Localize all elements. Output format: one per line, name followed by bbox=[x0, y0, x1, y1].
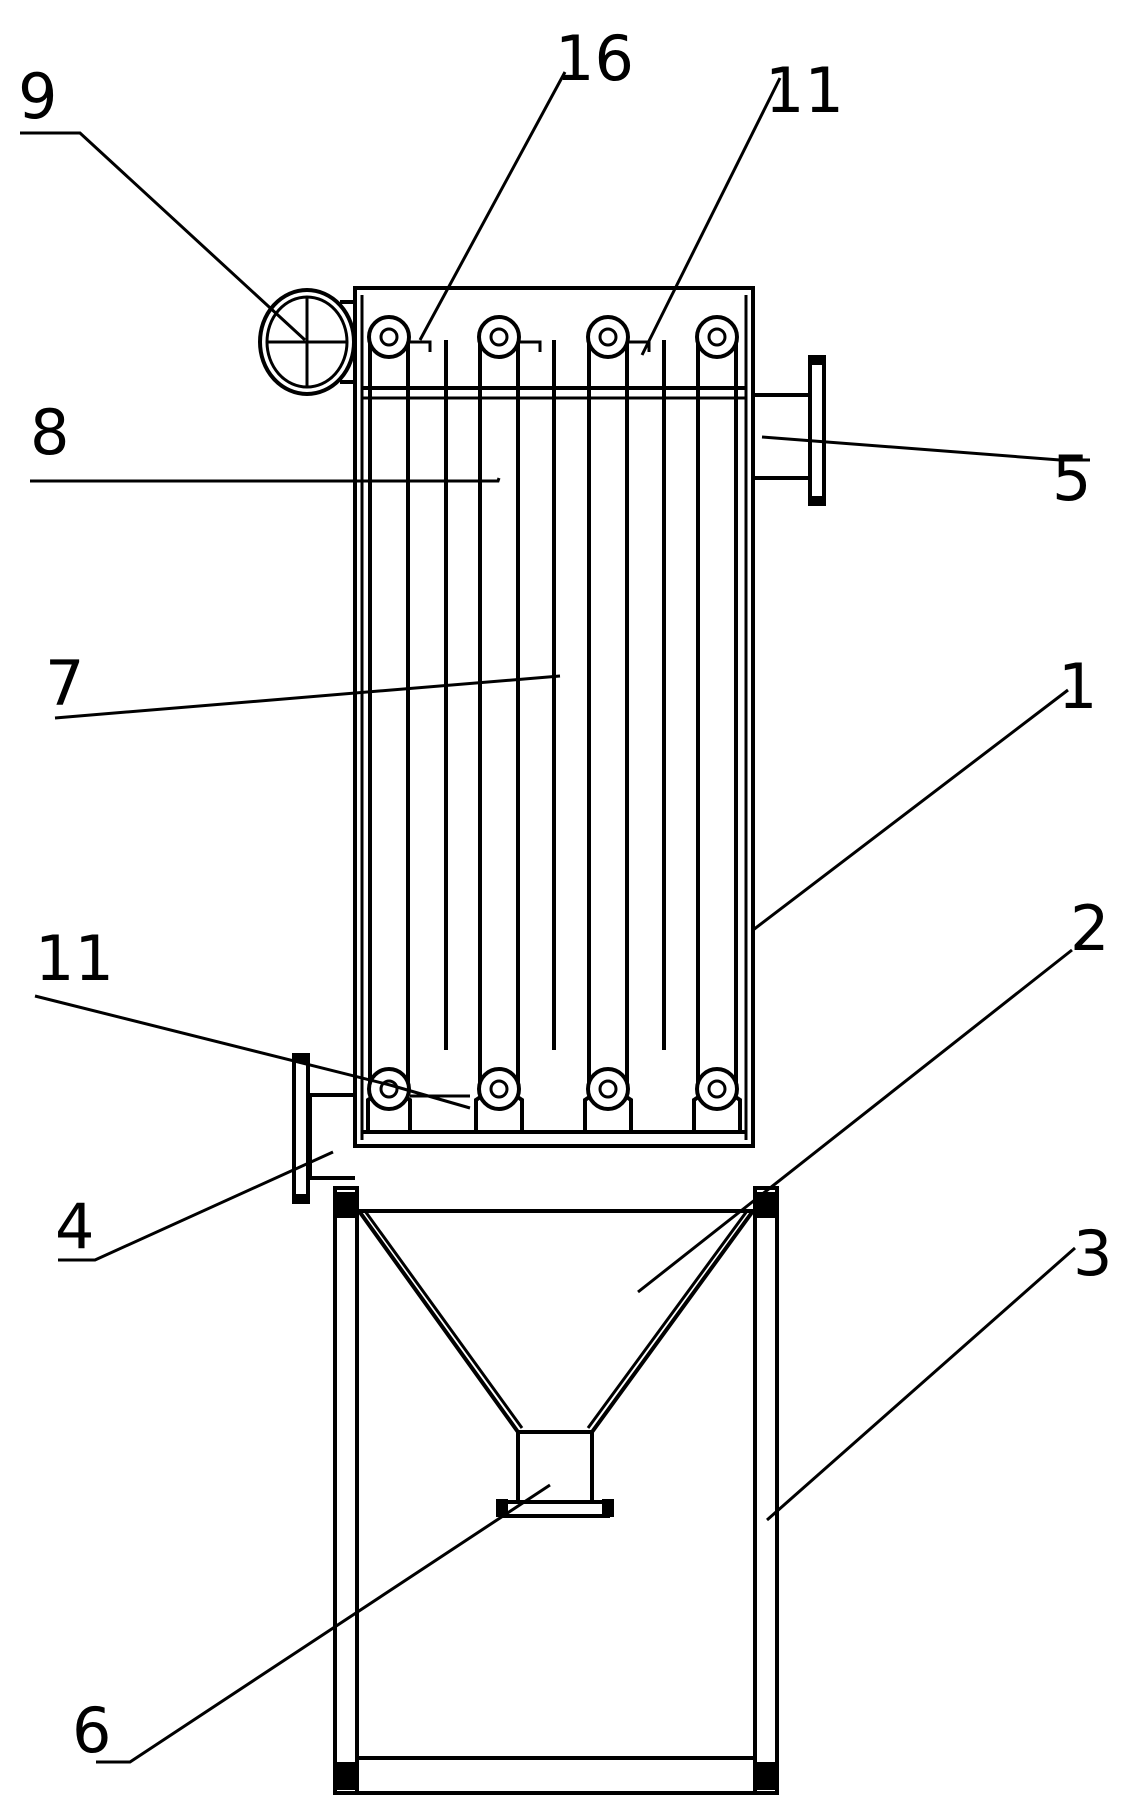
callout-1: 1 bbox=[1058, 650, 1097, 723]
callouts: 9 16 11 8 5 7 1 2 11 4 3 6 bbox=[18, 22, 1112, 1767]
bottom-roller-3 bbox=[583, 1067, 633, 1132]
callout-2: 2 bbox=[1070, 892, 1109, 965]
separator-plates bbox=[444, 340, 666, 1050]
top-roller-1 bbox=[367, 315, 432, 359]
callout-6: 6 bbox=[72, 1694, 111, 1767]
callout-9: 9 bbox=[18, 60, 57, 133]
callout-5: 5 bbox=[1052, 442, 1091, 515]
bottom-roller-4 bbox=[692, 1067, 742, 1132]
bottom-roller-2 bbox=[474, 1067, 524, 1132]
callout-4: 4 bbox=[55, 1190, 94, 1263]
outlet-nozzle bbox=[753, 355, 826, 506]
callout-11-bottom: 11 bbox=[35, 922, 114, 995]
discharge-port bbox=[496, 1430, 614, 1518]
leader-lines bbox=[20, 71, 1090, 1764]
filter-belts bbox=[368, 337, 738, 1089]
top-roller-4 bbox=[695, 315, 739, 359]
top-rollers bbox=[367, 315, 739, 359]
hopper bbox=[357, 1209, 755, 1434]
callout-11-top: 11 bbox=[765, 54, 844, 127]
callout-7: 7 bbox=[45, 647, 84, 720]
top-roller-3 bbox=[586, 315, 651, 359]
callout-3: 3 bbox=[1073, 1217, 1112, 1290]
bottom-roller-1 bbox=[366, 1067, 470, 1132]
callout-16: 16 bbox=[555, 22, 634, 95]
inlet-nozzle bbox=[292, 1053, 355, 1204]
bottom-rollers bbox=[366, 1067, 742, 1132]
support-frame bbox=[333, 1144, 779, 1795]
callout-8: 8 bbox=[30, 396, 69, 469]
top-roller-2 bbox=[477, 315, 542, 359]
drive-motor bbox=[258, 288, 356, 396]
